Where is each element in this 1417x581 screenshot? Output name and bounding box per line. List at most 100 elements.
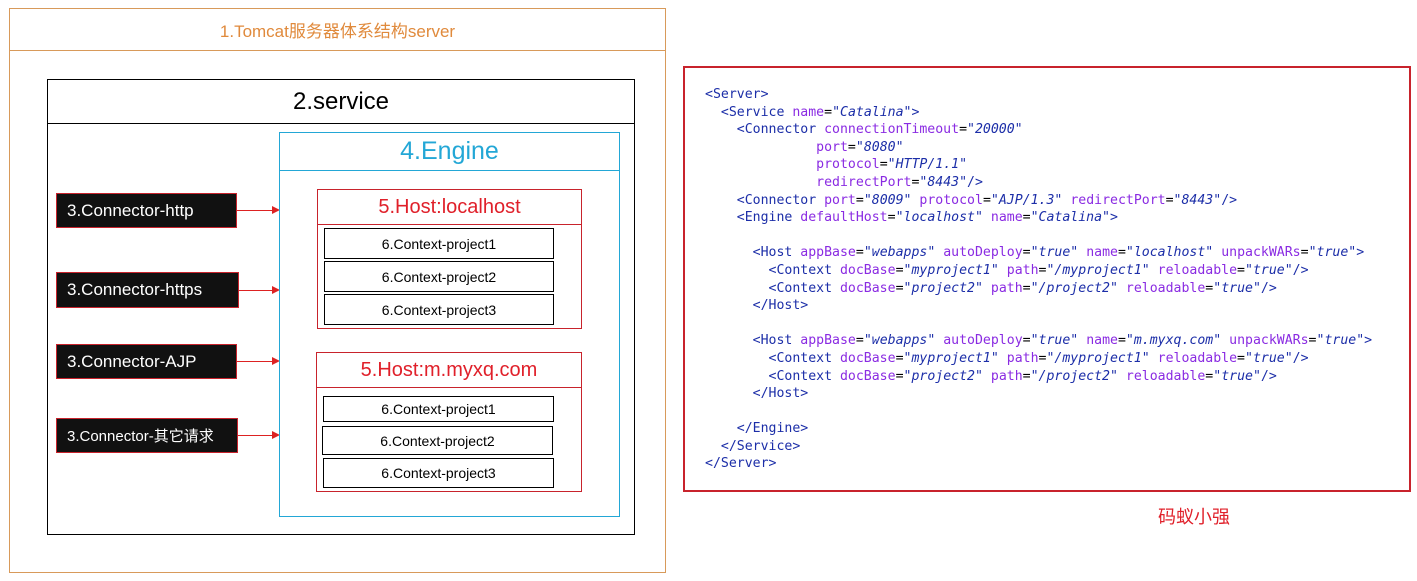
code-token: [1078, 245, 1086, 260]
code-line: port="8080": [705, 139, 1405, 157]
author-watermark: 码蚁小强: [1158, 507, 1230, 528]
code-token: docBase: [839, 262, 896, 278]
code-token: [983, 281, 991, 296]
code-token: "20000": [967, 122, 1023, 138]
code-token: "8009": [863, 192, 912, 208]
code-token: "project2": [903, 368, 983, 384]
code-token: </Service>: [705, 438, 801, 454]
code-token: name: [1086, 333, 1118, 349]
code-token: =: [1165, 192, 1174, 208]
code-token: path: [1006, 262, 1039, 278]
code-line: protocol="HTTP/1.1": [705, 156, 1405, 174]
host-localhost: [317, 189, 582, 329]
engine-title: 4.Engine: [280, 133, 619, 171]
code-token: protocol: [816, 157, 880, 173]
context-item: 6.Context-project2: [324, 261, 554, 292]
connector-https: 3.Connector-https: [56, 272, 239, 308]
code-token: <Context: [705, 280, 840, 296]
code-token: </Server>: [705, 456, 777, 472]
code-token: [1118, 281, 1126, 296]
server-container: [9, 8, 666, 573]
code-line: </Service>: [705, 438, 1405, 456]
code-line: </Engine>: [705, 420, 1405, 438]
code-token: =: [1308, 333, 1317, 349]
connector-other: 3.Connector-其它请求: [56, 418, 238, 453]
code-token: [705, 175, 816, 190]
code-token: =: [855, 192, 864, 208]
code-token: <Server>: [705, 87, 769, 102]
code-token: "Catalina": [1030, 210, 1110, 226]
code-token: =: [1117, 245, 1126, 261]
code-token: </Host>: [705, 298, 809, 314]
code-token: redirectPort: [1070, 192, 1166, 208]
code-token: =: [855, 333, 864, 349]
code-token: =: [879, 157, 888, 173]
code-line: </Host>: [705, 297, 1405, 315]
code-token: autoDeploy: [943, 245, 1023, 261]
code-token: [1078, 333, 1086, 348]
code-line: <Engine defaultHost="localhost" name="Ca…: [705, 209, 1405, 227]
code-token: [1118, 369, 1126, 384]
code-token: =: [982, 192, 991, 208]
code-token: =: [1117, 333, 1126, 349]
arrow-head-http: [272, 206, 280, 214]
code-token: =: [1022, 333, 1031, 349]
code-line: <Server>: [705, 86, 1405, 104]
code-token: "true": [1316, 333, 1365, 349]
code-token: "true": [1245, 350, 1293, 366]
code-token: docBase: [839, 350, 896, 366]
code-token: "myproject1": [903, 262, 999, 278]
code-line: </Server>: [705, 455, 1405, 473]
code-token: <Context: [705, 262, 840, 278]
code-line: <Connector port="8009" protocol="AJP/1.3…: [705, 192, 1405, 210]
code-token: =: [1237, 350, 1245, 366]
code-line: <Host appBase="webapps" autoDeploy="true…: [705, 244, 1405, 262]
code-token: "true": [1308, 245, 1357, 261]
code-token: path: [1006, 350, 1039, 366]
code-token: =: [847, 139, 856, 155]
code-token: =: [887, 210, 896, 226]
code-token: "true": [1030, 333, 1079, 349]
code-token: protocol: [919, 192, 983, 208]
code-token: >: [1110, 210, 1118, 226]
code-token: =: [1205, 280, 1214, 296]
code-token: =: [895, 280, 904, 296]
engine-container: [279, 132, 620, 517]
code-token: "project2": [903, 280, 983, 296]
code-token: >: [1356, 245, 1365, 261]
code-token: appBase: [800, 333, 856, 349]
code-token: =: [855, 245, 864, 261]
code-token: =: [895, 368, 904, 384]
code-token: "/myproject1": [1046, 350, 1150, 366]
code-token: connectionTimeout: [824, 122, 960, 138]
code-token: "webapps": [863, 333, 936, 349]
code-panel: [683, 66, 1411, 492]
code-token: [1213, 245, 1221, 260]
code-line: <Host appBase="webapps" autoDeploy="true…: [705, 332, 1405, 350]
code-token: reloadable: [1125, 368, 1206, 384]
code-token: autoDeploy: [943, 333, 1023, 349]
code-token: "true": [1213, 368, 1261, 384]
context-item: 6.Context-project3: [324, 294, 554, 325]
code-token: reloadable: [1157, 262, 1238, 278]
code-token: <Host: [705, 333, 801, 349]
code-line: [705, 315, 1405, 333]
code-token: =: [1237, 262, 1245, 278]
code-token: [1150, 351, 1158, 366]
arrow-head-https: [272, 286, 280, 294]
code-token: "true": [1245, 262, 1293, 278]
code-token: "webapps": [863, 245, 936, 261]
server-xml-code: <Server> <Service name="Catalina"> <Conn…: [705, 86, 1405, 473]
code-token: name: [792, 104, 825, 120]
code-token: "localhost": [1125, 245, 1214, 261]
code-token: reloadable: [1157, 350, 1238, 366]
code-token: unpackWARs: [1229, 333, 1309, 349]
service-container: [47, 79, 635, 535]
code-token: "8080": [855, 139, 904, 155]
code-token: "true": [1213, 280, 1261, 296]
server-title: 1.Tomcat服务器体系结构server: [10, 9, 665, 51]
code-line: <Service name="Catalina">: [705, 104, 1405, 122]
code-line: <Connector connectionTimeout="20000": [705, 121, 1405, 139]
code-token: path: [990, 280, 1023, 296]
code-token: path: [990, 368, 1023, 384]
